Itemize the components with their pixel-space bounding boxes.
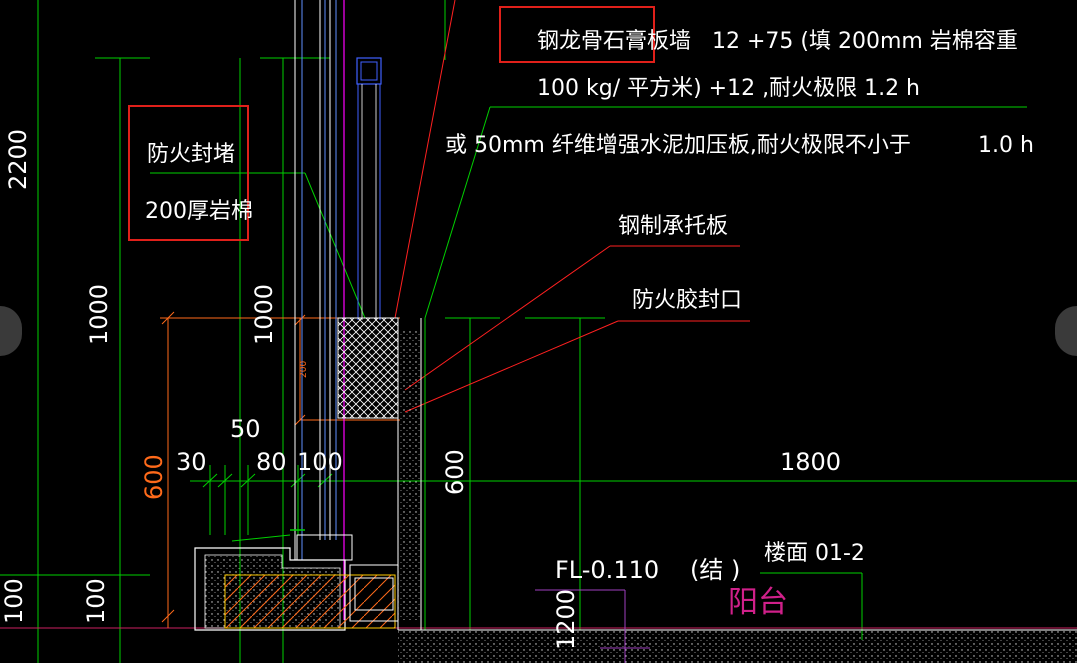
floor-code-label: 楼面 01-2 xyxy=(764,541,865,566)
floor-level-label: FL-0.110 xyxy=(555,556,659,584)
dim-200: 200 xyxy=(299,361,309,378)
wall-title-label: 钢龙骨石膏板墙 xyxy=(537,29,691,54)
floor-slab xyxy=(194,529,399,631)
firestop-title-label: 防火封堵 xyxy=(147,142,235,167)
steel-plate-area xyxy=(398,330,421,620)
chevron-left-icon[interactable] xyxy=(0,306,22,356)
floor-level-note: (结 ) xyxy=(690,556,740,584)
dim-600-orange: 600 xyxy=(140,454,168,500)
wall-spec-line-3: 或 50mm 纤维增强水泥加压板,耐火极限不小于 xyxy=(445,133,911,158)
dim-600-right: 600 xyxy=(441,449,469,495)
dim-30: 30 xyxy=(176,448,207,476)
firestop-hatch xyxy=(337,317,399,419)
dim-1800: 1800 xyxy=(780,448,841,476)
firestop-sealant-label: 防火胶封口 xyxy=(632,288,742,313)
chevron-right-icon[interactable] xyxy=(1055,306,1077,356)
wall-spec-line-1: 12 +75 (填 200mm 岩棉容重 xyxy=(712,29,1018,54)
wall-spec-line-2: 100 kg/ 平方米) +12 ,耐火极限 1.2 h xyxy=(537,76,920,101)
purple-dimension xyxy=(535,589,650,663)
steel-plate-label: 钢制承托板 xyxy=(618,214,728,239)
firestop-material-label: 200厚岩棉 xyxy=(145,199,253,224)
ground-band xyxy=(398,630,1077,663)
dim-50: 50 xyxy=(230,415,261,443)
dim-2200: 2200 xyxy=(4,129,32,190)
annotations: 钢龙骨石膏板墙 12 +75 (填 200mm 岩棉容重 100 kg/ 平方米… xyxy=(145,29,1034,620)
red-leaders xyxy=(0,0,1077,629)
dim-100-bottom-left-2: 100 xyxy=(82,578,110,624)
dim-100-bottom-left-1: 100 xyxy=(0,578,28,624)
dim-80: 80 xyxy=(256,448,287,476)
wall-title-highlight-box xyxy=(499,6,655,63)
firestop-highlight-box xyxy=(128,105,249,241)
dim-1200: 1200 xyxy=(552,589,580,650)
dimension-labels: 2200 1000 1000 200 50 30 80 100 600 600 … xyxy=(0,129,841,650)
wall-spec-line-3-value: 1.0 h xyxy=(978,133,1034,158)
dim-1000-left: 1000 xyxy=(85,284,113,345)
dim-100-top: 100 xyxy=(297,448,343,476)
dim-1000-mid: 1000 xyxy=(250,284,278,345)
balcony-label: 阳台 xyxy=(728,585,788,620)
